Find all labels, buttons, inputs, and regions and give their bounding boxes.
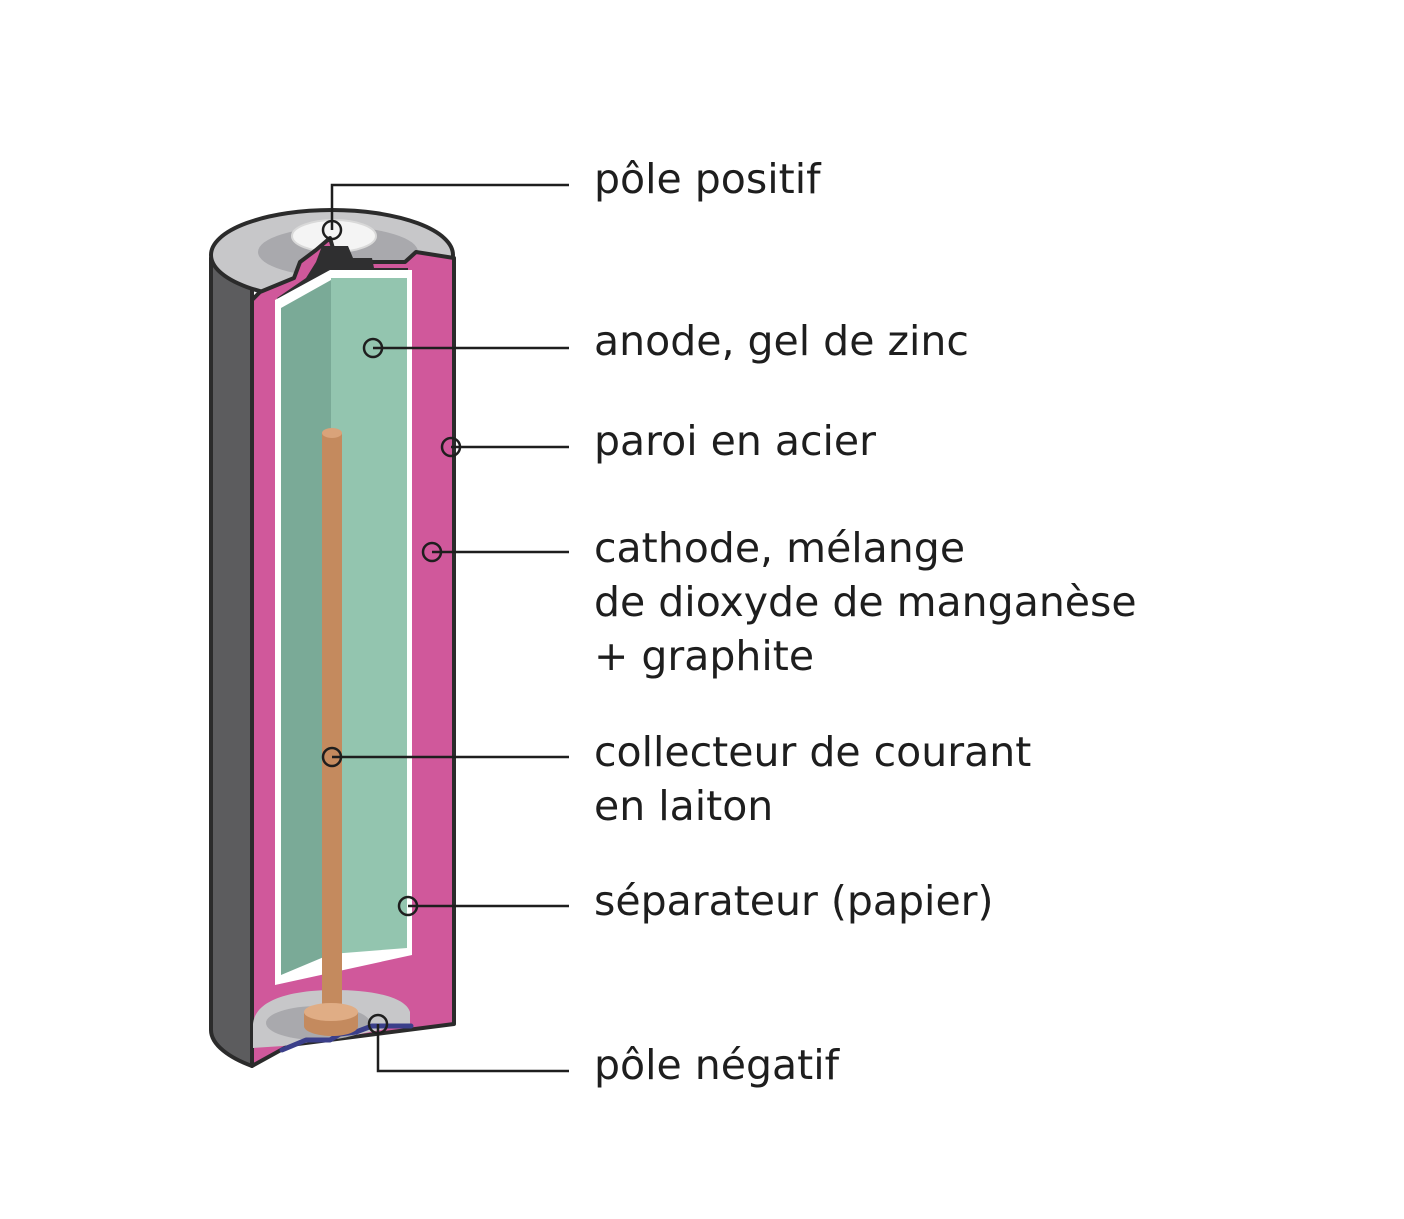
marker-steel <box>440 436 462 458</box>
label-separator-text: séparateur (papier) <box>594 877 994 925</box>
label-steel-wall-text: paroi en acier <box>594 417 876 465</box>
label-cathode: cathode, mélange de dioxyde de manganèse… <box>594 521 1137 683</box>
label-positive-pole-text: pôle positif <box>594 155 821 203</box>
brass-collector-head-top <box>304 1003 358 1021</box>
label-negative-pole-text: pôle négatif <box>594 1041 840 1089</box>
brass-collector-top <box>322 428 342 438</box>
brass-collector-rod <box>322 433 342 1013</box>
label-collector-line2: en laiton <box>594 782 774 830</box>
label-collector: collecteur de courant en laiton <box>594 725 1031 833</box>
label-positive-pole: pôle positif <box>594 152 821 206</box>
battery-casing <box>209 256 254 1068</box>
marker-negative <box>367 1013 389 1035</box>
marker-separator <box>397 895 419 917</box>
label-separator: séparateur (papier) <box>594 874 994 928</box>
label-negative-pole: pôle négatif <box>594 1038 839 1092</box>
anode-shadow <box>281 280 331 975</box>
label-cathode-line3: + graphite <box>594 632 815 680</box>
label-collector-line1: collecteur de courant <box>594 728 1032 776</box>
marker-positive <box>321 219 343 241</box>
callout-line-positive <box>330 183 569 230</box>
label-cathode-line2: de dioxyde de manganèse <box>594 578 1137 626</box>
label-anode-text: anode, gel de zinc <box>594 317 969 365</box>
label-steel-wall: paroi en acier <box>594 414 876 468</box>
callout-line-negative <box>376 1024 569 1073</box>
label-anode: anode, gel de zinc <box>594 314 969 368</box>
anode-gel <box>331 278 407 954</box>
marker-cathode <box>421 541 443 563</box>
marker-anode <box>362 337 384 359</box>
marker-collector <box>321 746 343 768</box>
label-cathode-line1: cathode, mélange <box>594 524 966 572</box>
